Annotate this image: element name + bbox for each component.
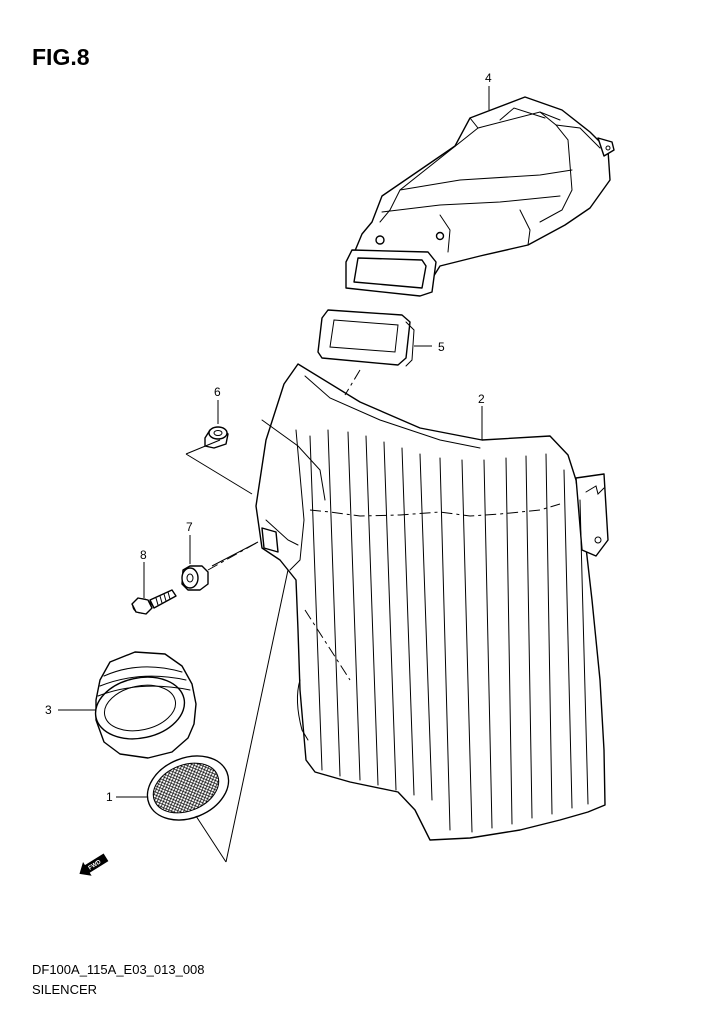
part-7-cushion [181, 565, 209, 591]
callouts: 4 5 2 6 7 8 3 1 [45, 71, 492, 804]
callout-1: 1 [106, 790, 113, 804]
assembly-lines [185, 369, 361, 863]
callout-5: 5 [438, 340, 445, 354]
part-2-silencer-body [255, 363, 609, 841]
part-3-hose [94, 651, 197, 759]
part-8-bolt [131, 589, 177, 615]
callout-4: 4 [485, 71, 492, 85]
part-4-intake-duct [345, 96, 615, 297]
fwd-arrow-icon: FWD [79, 853, 109, 876]
callout-7: 7 [186, 520, 193, 534]
callout-3: 3 [45, 703, 52, 717]
part-1-screen [146, 755, 230, 821]
diagram-code: DF100A_115A_E03_013_008 [32, 962, 205, 977]
callout-leaders [58, 86, 490, 798]
section-name: SILENCER [32, 982, 98, 997]
callout-6: 6 [214, 385, 221, 399]
part-5-seal [317, 309, 415, 367]
callout-8: 8 [140, 548, 147, 562]
part-6-grommet [204, 426, 229, 449]
callout-2: 2 [478, 392, 485, 406]
figure-title: FIG.8 [32, 44, 90, 70]
